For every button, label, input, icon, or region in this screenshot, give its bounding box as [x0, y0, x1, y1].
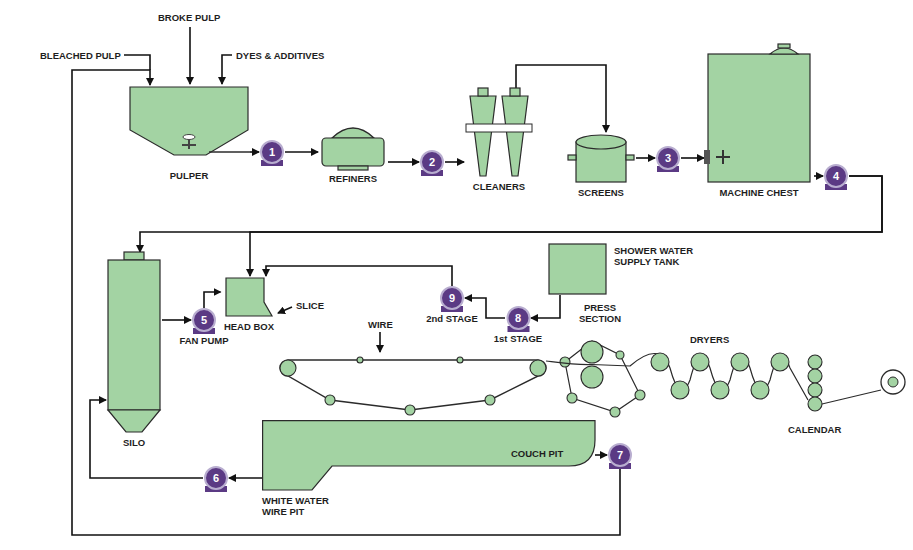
- pump-node: 7: [604, 443, 636, 469]
- wire-pit: WHITE WATER WIRE PIT: [262, 420, 505, 517]
- pipe-connector: [516, 65, 606, 132]
- part-label: BLEACHED PULP: [40, 50, 121, 61]
- part-label: DYES & ADDITIVES: [236, 50, 324, 61]
- cleaner-cones: CLEANERS: [464, 88, 534, 192]
- equipment-label: MACHINE CHEST: [704, 187, 814, 198]
- shower-tank: SHOWER WATER SUPPLY TANK: [548, 243, 700, 295]
- pipe-connector: [250, 151, 259, 153]
- equipment-label: CLEANERS: [464, 181, 534, 192]
- pump-node: 9 2nd STAGE: [424, 286, 480, 327]
- part-label: PRESS SECTION: [574, 302, 626, 324]
- callout-number: 2: [416, 150, 448, 174]
- additives-arrow: [222, 55, 232, 84]
- silo-tank-shape: [106, 252, 162, 434]
- pipe-connector: [595, 454, 607, 456]
- callout-number: 7: [604, 443, 636, 467]
- equipment-label: SHOWER WATER SUPPLY TANK: [614, 245, 698, 267]
- shower-tank-shape: [548, 243, 608, 295]
- equipment-label: COUCH PIT: [511, 448, 563, 459]
- pipe-connector: [285, 151, 318, 153]
- pump-node: 6: [200, 466, 232, 492]
- callout-number: 1: [256, 140, 288, 164]
- part-label: CALENDAR: [788, 424, 841, 435]
- part-label: WIRE: [368, 319, 393, 330]
- pipe-connector: [140, 176, 882, 252]
- pipe-connector: [814, 175, 823, 177]
- paper-sheet: [546, 353, 881, 404]
- part-label: SLICE: [296, 300, 324, 311]
- pump-node: 3: [652, 146, 684, 172]
- equipment-label: PULPER: [128, 170, 250, 181]
- machine-chest-shape: [704, 42, 814, 184]
- pump-label: 2nd STAGE: [424, 313, 480, 324]
- couch-pit: COUCH PIT: [505, 420, 595, 466]
- pipe-connector: [90, 400, 203, 478]
- pump-label: FAN PUMP: [177, 335, 231, 346]
- screen-vessel: SCREENS: [566, 132, 636, 198]
- pipe-connector: [388, 161, 419, 163]
- equipment-label: SILO: [106, 437, 162, 448]
- refiner-machine: REFINERS: [318, 118, 388, 184]
- pump-node: 5FAN PUMP: [177, 308, 231, 349]
- pump-node: 1: [256, 140, 288, 166]
- paper-reel: [881, 370, 905, 394]
- calendar-stack: [808, 355, 822, 411]
- part-label: BROKE PULP: [158, 12, 220, 23]
- broke-pulp-arrow: [189, 27, 191, 84]
- silo-tank: SILO: [106, 252, 162, 448]
- pipe-connector: [72, 70, 620, 535]
- callout-number: 9: [424, 286, 480, 310]
- pipe-connector: [531, 295, 560, 318]
- pipe-connector: [636, 157, 655, 159]
- callout-number: 5: [177, 308, 231, 332]
- head-box-shape: [224, 276, 274, 318]
- equipment-label: WHITE WATER WIRE PIT: [262, 495, 342, 517]
- wire-leader: [379, 332, 381, 352]
- cleaner-cones-shape: [464, 88, 534, 178]
- callout-number: 8: [492, 306, 545, 330]
- wire-section: [280, 357, 546, 415]
- callout-number: 6: [200, 466, 232, 490]
- pipe-connector: [229, 477, 262, 479]
- part-label: DRYERS: [690, 334, 729, 345]
- machine-chest: MACHINE CHEST: [704, 42, 814, 198]
- callout-number: 4: [820, 164, 852, 188]
- screen-vessel-shape: [566, 132, 636, 184]
- pulper-tank-shape: [128, 85, 250, 167]
- pipe-connector: [681, 157, 704, 159]
- pipe-connector: [445, 161, 464, 163]
- press-section: [560, 341, 645, 417]
- wire-pit-shape: [262, 420, 505, 492]
- pipe-connector: [162, 319, 191, 321]
- callout-number: 3: [652, 146, 684, 170]
- pipe-connector: [266, 266, 452, 286]
- equipment-label: HEAD BOX: [221, 321, 278, 332]
- pulper-tank: PULPER: [128, 85, 250, 181]
- equipment-label: REFINERS: [318, 173, 388, 184]
- pump-node: 8 1st STAGE: [492, 306, 545, 347]
- equipment-label: SCREENS: [566, 187, 636, 198]
- bleached-pulp-line: [124, 55, 150, 70]
- pipe-connector: [204, 292, 221, 308]
- head-box: HEAD BOX: [221, 276, 278, 332]
- slice-leader: [278, 307, 292, 313]
- pump-label: 1st STAGE: [492, 333, 545, 344]
- refiner-machine-shape: [318, 118, 388, 170]
- pump-node: 4: [820, 164, 852, 190]
- pump-node: 2: [416, 150, 448, 176]
- couch-pit-shape: [505, 420, 595, 466]
- dryer-cylinders: [651, 353, 789, 399]
